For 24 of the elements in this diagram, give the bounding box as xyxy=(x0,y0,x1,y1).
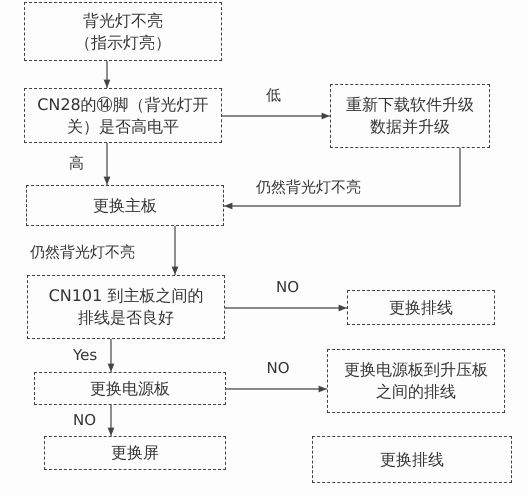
arrow xyxy=(222,112,330,120)
arrow xyxy=(108,339,114,372)
arrow xyxy=(104,143,110,185)
process-box: 更换排线 xyxy=(347,290,495,325)
process-box: 更换排线 xyxy=(312,436,512,483)
process-box: CN101 到主板之间的排线是否良好 xyxy=(27,275,225,339)
edge-label: 仍然背光灯不亮 xyxy=(28,243,137,262)
arrow xyxy=(104,61,110,88)
arrow xyxy=(172,226,178,275)
edge-label: NO xyxy=(71,410,98,428)
process-box: 重新下载软件升级数据并升级 xyxy=(330,84,490,148)
process-box: 更换电源板 xyxy=(34,372,226,405)
edge-label: 低 xyxy=(264,86,283,105)
arrow xyxy=(225,304,347,312)
process-box: 更换屏 xyxy=(44,436,226,470)
arrow xyxy=(108,405,114,436)
process-box: CN28的⑭脚（背光灯开关）是否高电平 xyxy=(24,88,222,143)
arrow xyxy=(226,386,327,392)
arrow xyxy=(224,148,461,210)
process-box: 更换主板 xyxy=(26,185,224,226)
edge-label: 仍然背光灯不亮 xyxy=(254,178,363,197)
edge-label: 高 xyxy=(67,154,86,173)
process-box: 更换电源板到升压板之间的排线 xyxy=(327,349,505,413)
process-box: 背光灯不亮（指示灯亮） xyxy=(24,2,222,61)
